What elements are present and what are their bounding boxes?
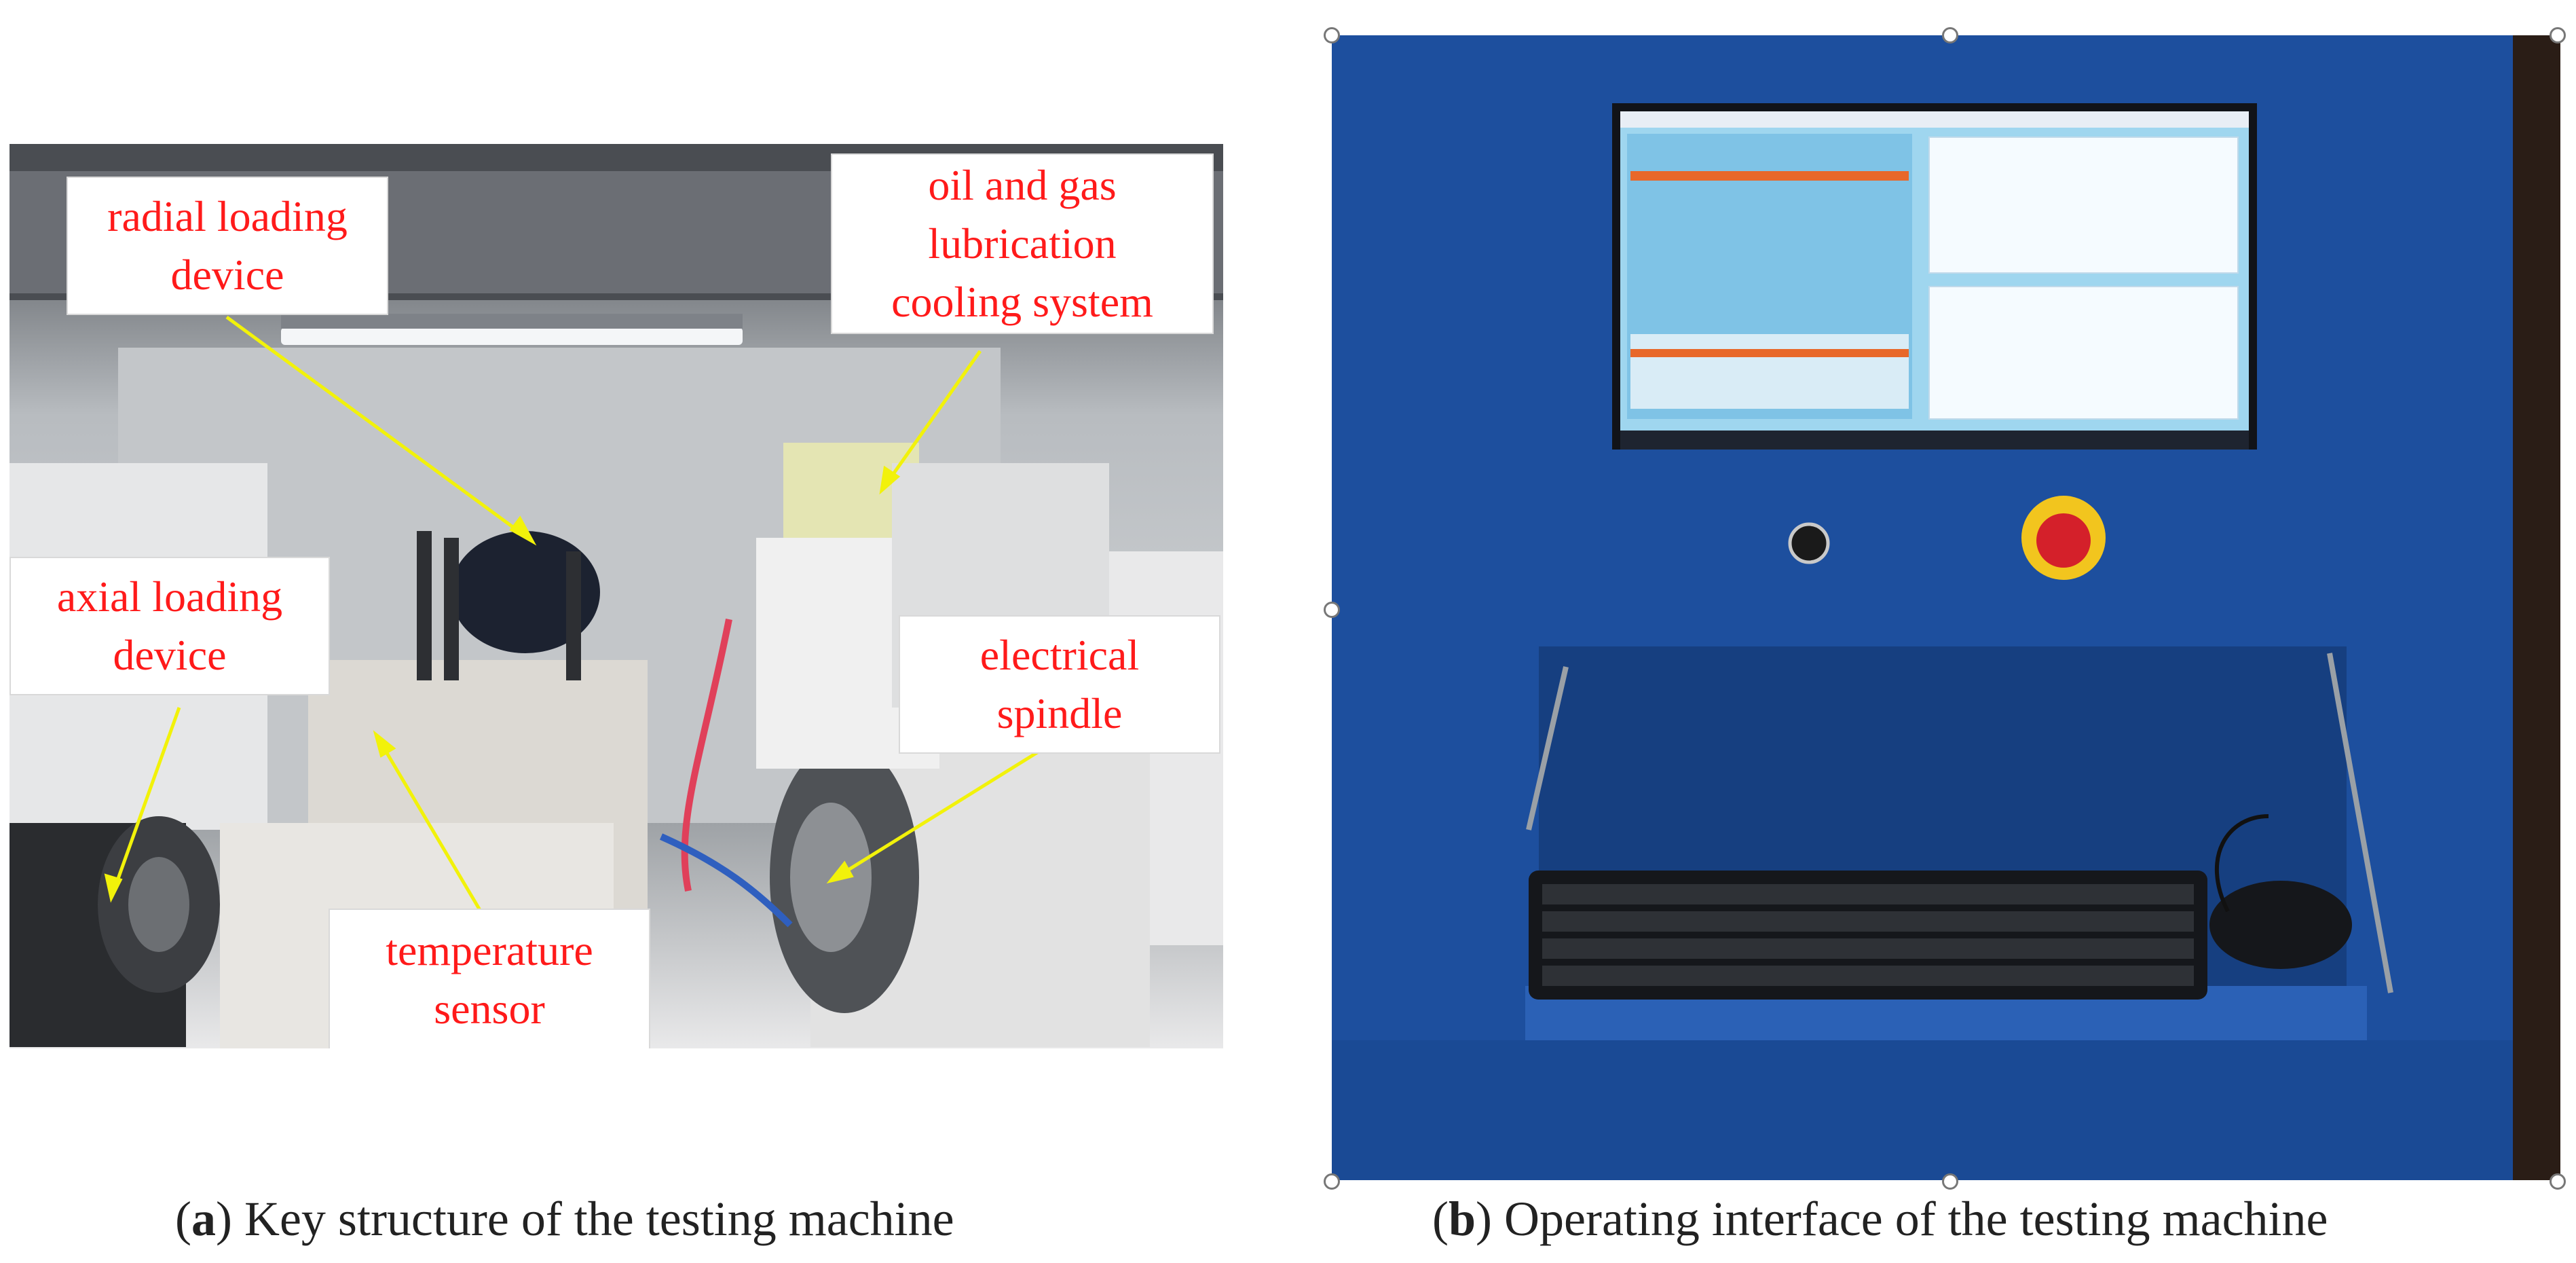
radial-rod-1 <box>417 531 432 680</box>
selection-handle[interactable] <box>1324 27 1340 43</box>
screen-table-highlight <box>1630 349 1909 357</box>
temperature-sensor-label: temperature sensor <box>329 909 650 1048</box>
mouse <box>2209 881 2352 969</box>
lower-panel <box>1332 1040 2513 1180</box>
selection-handle[interactable] <box>1942 27 1958 43</box>
selection-handle[interactable] <box>1942 1173 1958 1190</box>
screen-orange-row <box>1630 171 1909 181</box>
arrow-oil <box>879 465 901 495</box>
axial-loading-label: axial loading device <box>10 557 330 695</box>
arrow-axial <box>104 873 123 903</box>
radial-device-body <box>451 531 600 653</box>
wire-red <box>681 619 732 892</box>
light-housing <box>281 314 743 329</box>
electrical-spindle-label: electrical spindle <box>899 615 1220 754</box>
arrow-temp <box>373 730 396 758</box>
selection-handle[interactable] <box>1324 1173 1340 1190</box>
radial-rod-2 <box>444 538 459 680</box>
screen-chart-bottom <box>1928 286 2239 420</box>
selector-knob <box>1788 522 1830 564</box>
cabinet-illustration <box>1332 35 2560 1180</box>
testing-machine-photo: radial loading device oil and gas lubric… <box>10 144 1223 1048</box>
spindle-core <box>790 803 872 952</box>
radial-rod-3 <box>566 551 581 680</box>
shelf-strut-right <box>2327 653 2393 993</box>
screen-taskbar <box>1620 431 2249 450</box>
caption-a: (a) Key structure of the testing machine <box>175 1192 954 1246</box>
led-light-bar <box>281 327 743 345</box>
shelf-strut-left <box>1526 666 1569 830</box>
arrow-radial <box>509 515 537 546</box>
selection-handle[interactable] <box>2550 27 2566 43</box>
screen-table <box>1630 334 1909 409</box>
caption-b: (b) Operating interface of the testing m… <box>1432 1192 2328 1246</box>
operating-interface-photo <box>1332 35 2560 1180</box>
axial-core <box>128 857 189 952</box>
selection-handle[interactable] <box>2550 1173 2566 1190</box>
keyboard-keys <box>1542 884 2194 986</box>
screen-title-bar <box>1620 111 2249 128</box>
radial-loading-label: radial loading device <box>67 177 388 315</box>
selection-handle[interactable] <box>1324 602 1340 618</box>
emergency-stop-button <box>2036 513 2091 568</box>
screen-chart-top <box>1928 136 2239 274</box>
wire-blue <box>659 833 793 928</box>
leader-lines <box>104 315 1056 919</box>
arrow-spindle <box>826 860 854 884</box>
oil-gas-lubrication-label: oil and gas lubrication cooling system <box>831 153 1214 334</box>
cabinet-right-edge <box>2513 35 2560 1180</box>
mouse-cable <box>2214 814 2269 913</box>
